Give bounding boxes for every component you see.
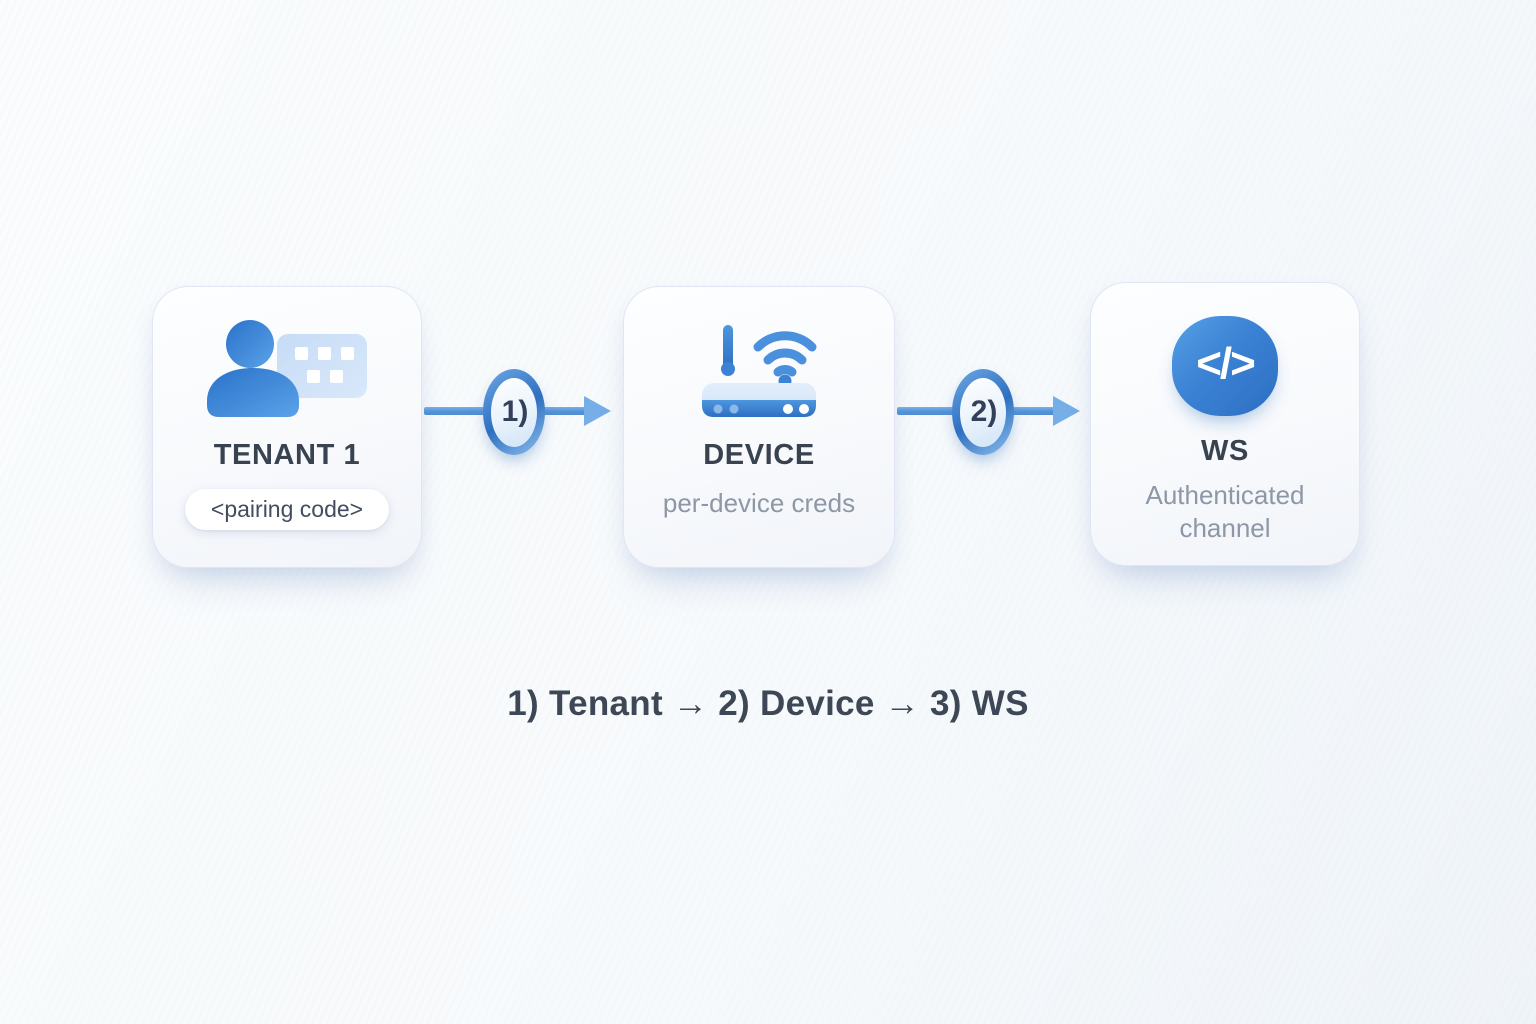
tenant-icon-area — [203, 303, 371, 437]
code-glyph: </> — [1196, 339, 1256, 388]
node-title-device: DEVICE — [703, 439, 815, 471]
ws-icon-area: </> — [1172, 299, 1278, 433]
node-subtitle-device: per-device creds — [662, 488, 856, 518]
connector-1-arrowhead-icon — [584, 396, 611, 426]
flow-caption: 1) Tenant → 2) Device → 3) WS — [507, 684, 1029, 723]
pairing-code-pill: <pairing code> — [184, 489, 390, 530]
node-subtitle-ws: Authenticated channel — [1145, 480, 1305, 543]
node-title-tenant: TENANT 1 — [213, 439, 361, 471]
connector-2-arrowhead-icon — [1053, 396, 1080, 426]
person-head-shape — [226, 320, 274, 368]
node-card-tenant: TENANT 1 <pairing code> — [152, 286, 422, 568]
wifi-waves-shape — [753, 331, 817, 377]
antenna-shape — [723, 325, 733, 369]
person-body-shape — [207, 368, 299, 417]
step-2-badge-label: 2) — [970, 395, 998, 428]
step-1-badge-label: 1) — [501, 395, 529, 428]
step-2-badge: 2) — [952, 369, 1014, 455]
step-1-badge: 1) — [483, 369, 545, 455]
code-brackets-icon: </> — [1172, 316, 1278, 416]
node-card-ws: </> WS Authenticated channel — [1090, 282, 1360, 566]
node-card-device: DEVICE per-device creds — [623, 286, 895, 568]
device-icon-area — [696, 303, 822, 437]
step-2-badge-inner: 2) — [960, 377, 1006, 447]
node-title-ws: WS — [1201, 435, 1249, 467]
step-1-badge-inner: 1) — [491, 377, 537, 447]
router-wifi-icon — [702, 325, 817, 417]
user-keypad-icon — [207, 320, 367, 417]
